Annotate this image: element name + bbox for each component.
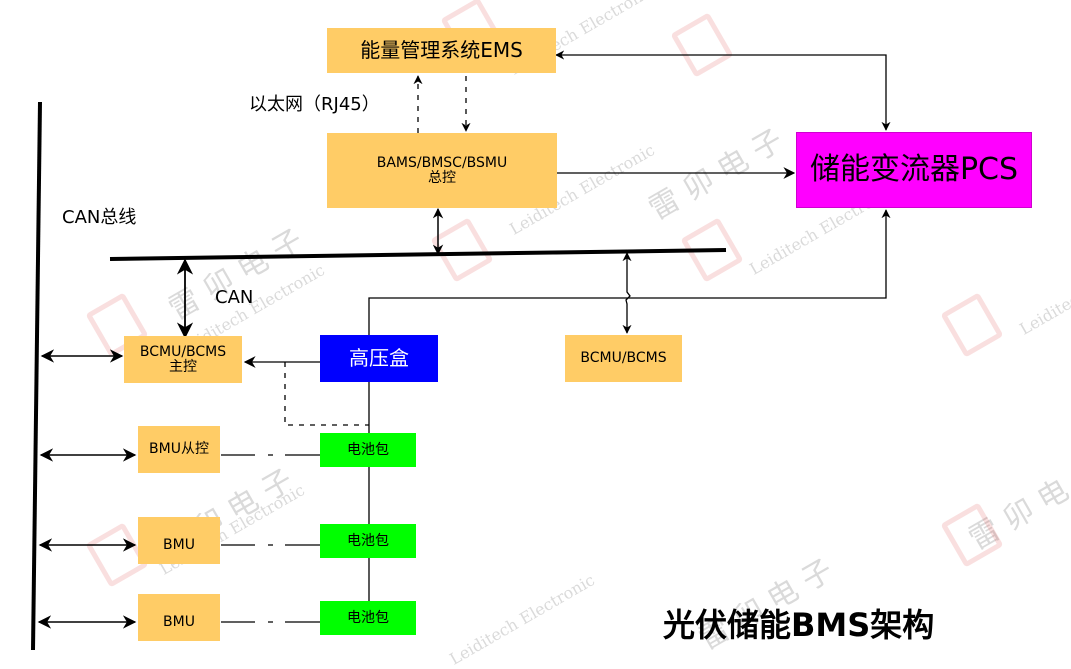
battery-pack-3: 电池包 bbox=[320, 601, 416, 635]
can-bus-label: CAN总线 bbox=[62, 207, 137, 228]
bams-box: BAMS/BMSC/BSMU 总控 bbox=[327, 133, 557, 208]
bmu-3-box: BMU bbox=[138, 594, 220, 641]
ethernet-label: 以太网（RJ45） bbox=[249, 94, 380, 115]
ems-box: 能量管理系统EMS bbox=[327, 28, 556, 73]
bcmu-main-label-line1: BCMU/BCMS bbox=[139, 343, 227, 360]
pcs-label: 储能变流器PCS bbox=[809, 152, 1019, 188]
hv-pcs-link bbox=[368, 209, 891, 335]
ems-label: 能量管理系统EMS bbox=[360, 38, 523, 62]
can-bcmu-right-link bbox=[622, 252, 632, 334]
battery-pack-2-label: 电池包 bbox=[347, 532, 389, 549]
battery-pack-3-label: 电池包 bbox=[347, 609, 389, 626]
hv-box: 高压盒 bbox=[320, 335, 438, 382]
battery-pack-2: 电池包 bbox=[320, 524, 416, 558]
bmu-slave-box: BMU从控 bbox=[138, 426, 220, 473]
can-bus-horizontal bbox=[109, 248, 727, 261]
bcmu-right-box: BCMU/BCMS bbox=[565, 335, 682, 382]
can-label: CAN bbox=[215, 287, 254, 308]
bcmu-main-box: BCMU/BCMS 主控 bbox=[124, 336, 242, 383]
hv-box-label: 高压盒 bbox=[349, 346, 409, 370]
battery-pack-1: 电池包 bbox=[320, 433, 416, 467]
can-bus-vertical bbox=[31, 101, 42, 651]
ems-pcs-link bbox=[555, 50, 891, 131]
bmu-2-label: BMU bbox=[163, 537, 195, 554]
bcmu-main-label-line2: 主控 bbox=[169, 358, 197, 375]
bmu-2-box: BMU bbox=[138, 517, 220, 564]
pcs-box: 储能变流器PCS bbox=[796, 132, 1032, 208]
bams-label-line2: 总控 bbox=[428, 169, 456, 186]
bmu-slave-label: BMU从控 bbox=[149, 441, 209, 458]
battery-pack-1-label: 电池包 bbox=[347, 441, 389, 458]
bmu-3-label: BMU bbox=[163, 614, 195, 631]
bcmu-right-label: BCMU/BCMS bbox=[580, 350, 667, 367]
bams-label-line1: BAMS/BMSC/BSMU bbox=[376, 154, 508, 171]
diagram-title: 光伏储能BMS架构 bbox=[663, 606, 935, 644]
